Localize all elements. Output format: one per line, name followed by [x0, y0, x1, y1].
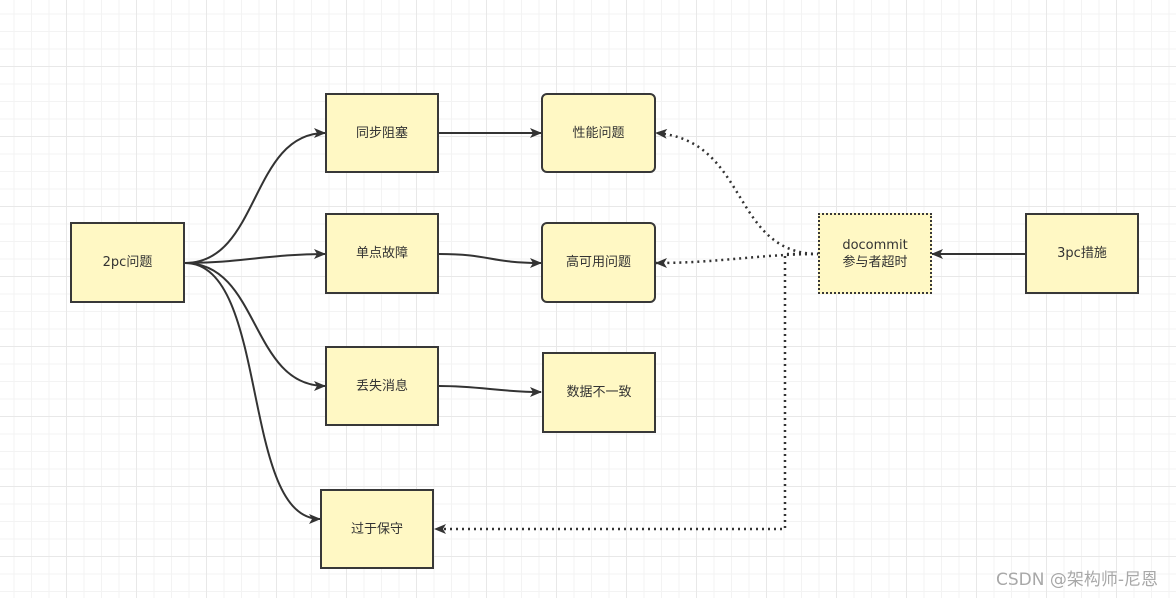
node-docommit-timeout[interactable]: docommit 参与者超时	[818, 213, 932, 294]
edge-docommit-to-high-availability	[655, 252, 820, 268]
edge-root-to-lost-msg	[184, 262, 326, 391]
edge-docommit-to-performance	[655, 128, 820, 256]
node-single-point-failure[interactable]: 单点故障	[325, 213, 439, 294]
edge-lost-msg-to-data-inconsistency	[438, 385, 542, 397]
node-3pc-measures[interactable]: 3pc措施	[1025, 213, 1139, 294]
edge-root-to-single-point	[184, 249, 326, 264]
edge-root-to-too-conservative	[184, 262, 321, 524]
node-too-conservative[interactable]: 过于保守	[320, 489, 434, 569]
node-performance-problem[interactable]: 性能问题	[541, 93, 656, 173]
node-2pc-problem[interactable]: 2pc问题	[70, 222, 185, 303]
node-data-inconsistency[interactable]: 数据不一致	[542, 352, 656, 433]
csdn-watermark: CSDN @架构师-尼恩	[995, 570, 1158, 590]
node-sync-block[interactable]: 同步阻塞	[325, 93, 439, 173]
edge-root-to-sync-block	[184, 128, 326, 264]
edge-single-point-to-high-availability	[438, 253, 542, 268]
node-high-availability-problem[interactable]: 高可用问题	[541, 222, 656, 303]
node-lost-message[interactable]: 丢失消息	[325, 346, 439, 426]
